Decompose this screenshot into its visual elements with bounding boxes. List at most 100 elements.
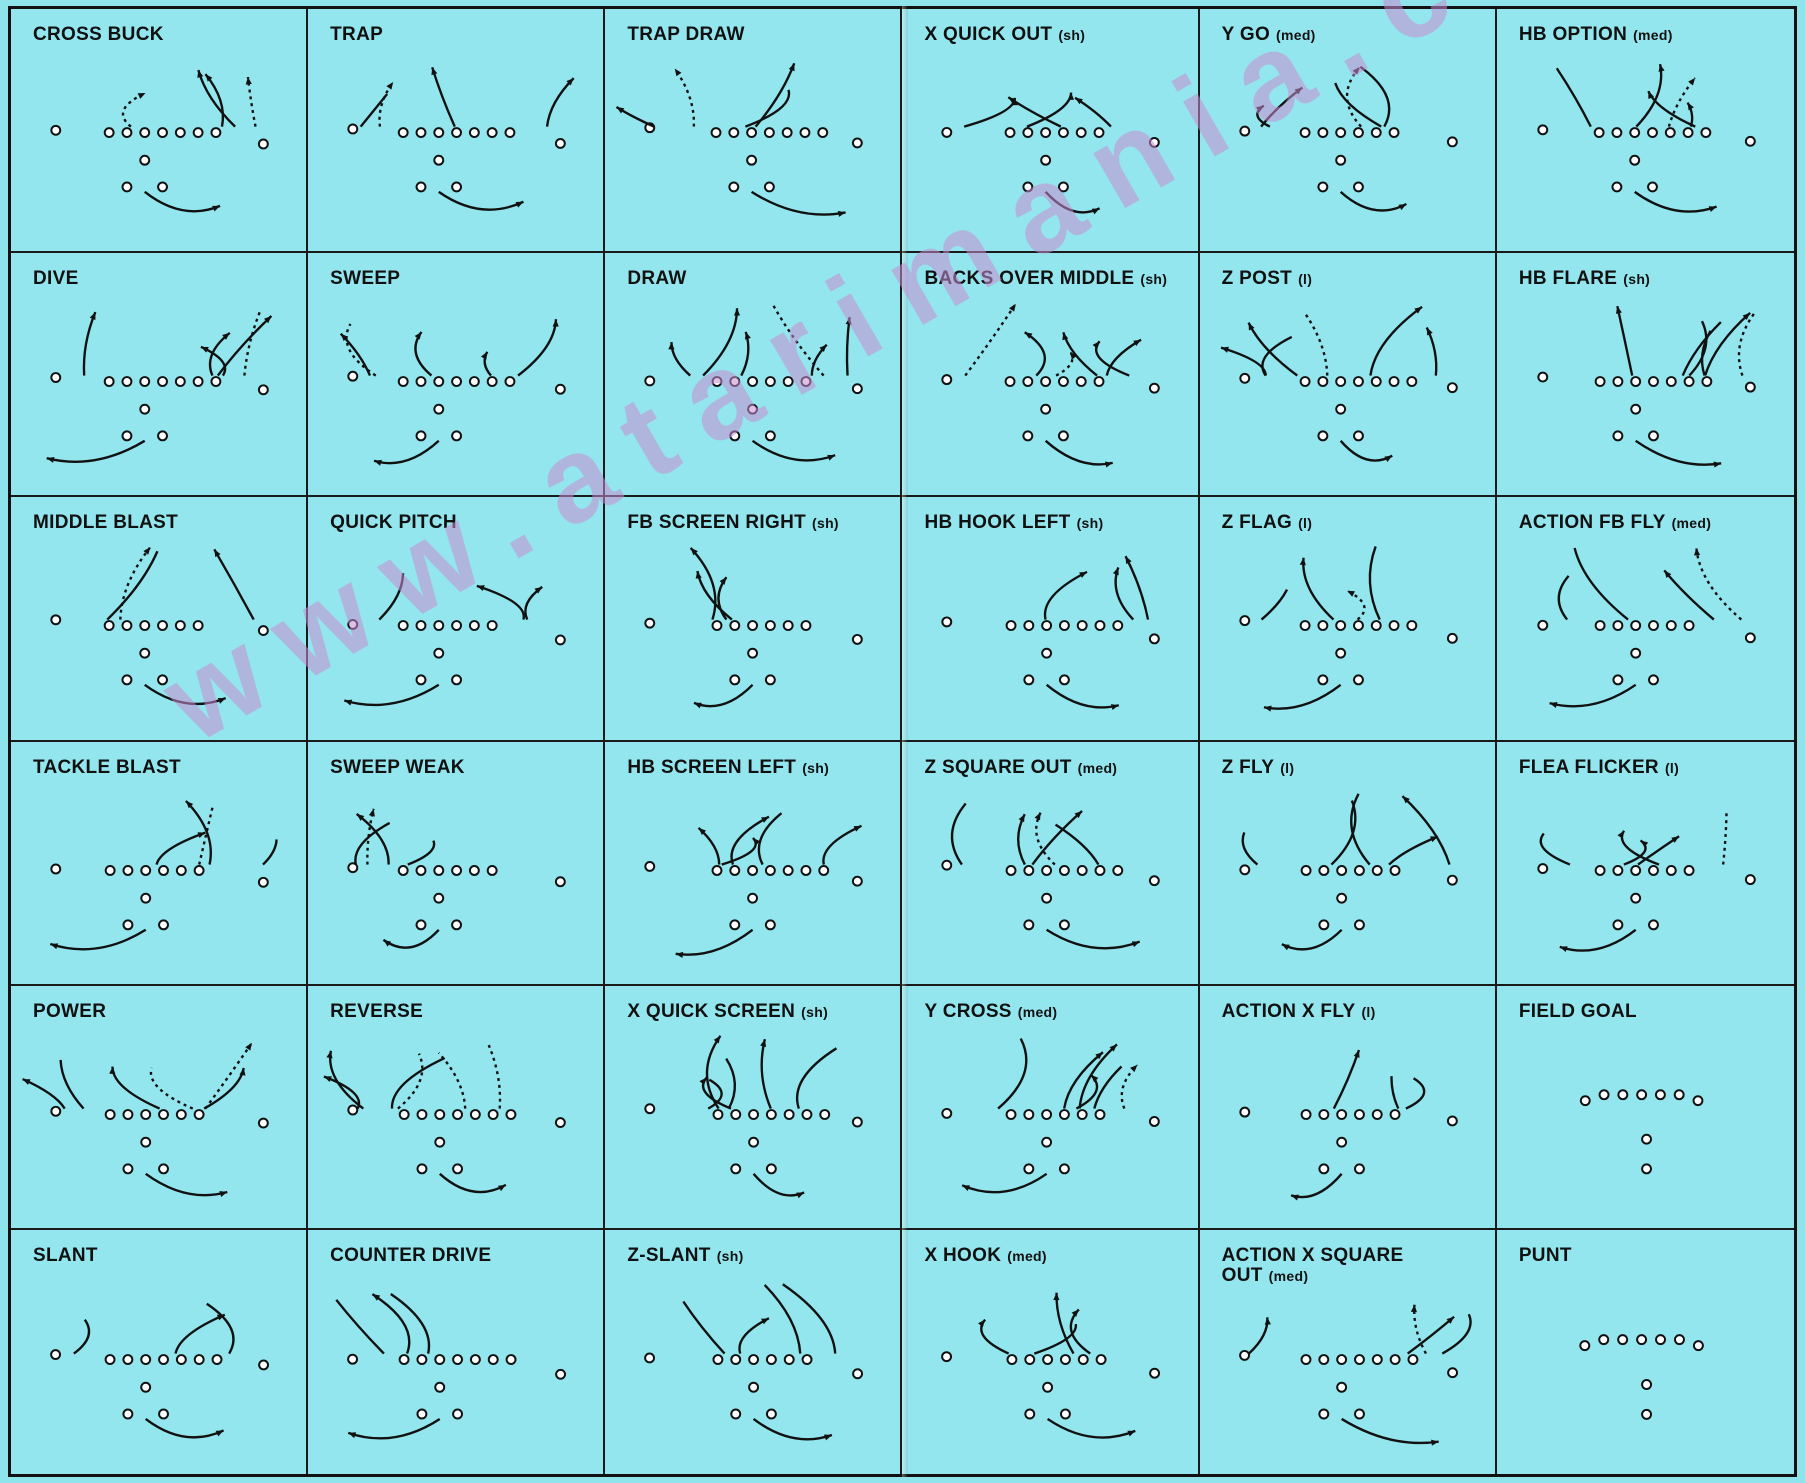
player-marker <box>123 1409 132 1418</box>
route-arrow <box>1688 78 1695 86</box>
route-line <box>999 1038 1027 1108</box>
player-marker <box>1613 621 1622 630</box>
player-marker <box>417 128 426 137</box>
player-marker <box>1240 616 1249 625</box>
player-marker <box>122 676 131 685</box>
player-marker <box>853 876 862 885</box>
route-line <box>774 306 824 376</box>
player-marker <box>1667 377 1676 386</box>
player-marker <box>1354 432 1363 441</box>
player-marker <box>732 1409 741 1418</box>
route-line <box>676 929 753 954</box>
player-marker <box>1407 621 1416 630</box>
route-line <box>752 192 846 215</box>
player-marker <box>1666 128 1675 137</box>
play-cell: X QUICK OUT(sh) <box>902 9 1199 253</box>
player-marker <box>1337 893 1346 902</box>
player-marker <box>348 620 357 629</box>
player-marker <box>784 621 793 630</box>
player-marker <box>1150 876 1159 885</box>
player-marker <box>1390 1110 1399 1119</box>
play-diagram <box>1497 497 1794 739</box>
player-marker <box>1746 875 1755 884</box>
player-marker <box>140 128 149 137</box>
player-marker <box>1079 1355 1088 1364</box>
route-line <box>1406 1078 1424 1108</box>
route-line <box>113 1066 160 1108</box>
route-line <box>1391 1076 1398 1108</box>
player-marker <box>158 621 167 630</box>
player-marker <box>158 432 167 441</box>
player-marker <box>1061 1409 1070 1418</box>
route-line <box>1335 83 1381 127</box>
player-marker <box>1336 156 1345 165</box>
player-marker <box>159 1110 168 1119</box>
player-marker <box>853 635 862 644</box>
route-line <box>439 1053 466 1109</box>
player-marker <box>1059 432 1068 441</box>
route-line <box>1249 1317 1268 1353</box>
player-marker <box>1337 1137 1346 1146</box>
player-marker <box>194 128 203 137</box>
player-marker <box>749 1383 758 1392</box>
route-line <box>50 929 145 949</box>
player-marker <box>1240 865 1249 874</box>
player-marker <box>1631 377 1640 386</box>
route-line <box>1122 1064 1138 1108</box>
player-marker <box>766 676 775 685</box>
route-line <box>965 98 1016 127</box>
player-marker <box>556 636 565 645</box>
player-marker <box>1701 128 1710 137</box>
route-arrow <box>675 69 682 77</box>
route-arrow <box>387 82 394 90</box>
player-marker <box>1008 1355 1017 1364</box>
player-marker <box>123 1164 132 1173</box>
route-arrow <box>789 63 795 71</box>
player-marker <box>1390 1355 1399 1364</box>
player-marker <box>1025 1110 1034 1119</box>
route-line <box>47 441 145 462</box>
play-diagram <box>308 986 603 1228</box>
player-marker <box>195 1110 204 1119</box>
player-marker <box>748 377 757 386</box>
play-cell: PUNT <box>1497 1230 1794 1474</box>
player-marker <box>646 619 655 628</box>
route-line <box>1705 313 1750 376</box>
route-line <box>740 1318 769 1353</box>
player-marker <box>1150 1117 1159 1126</box>
player-marker <box>749 1137 758 1146</box>
player-marker <box>1096 866 1105 875</box>
player-marker <box>1613 866 1622 875</box>
player-marker <box>1612 182 1621 191</box>
player-marker <box>122 432 131 441</box>
route-line <box>214 550 253 620</box>
player-marker <box>123 866 132 875</box>
player-marker <box>348 372 357 381</box>
player-marker <box>1042 405 1051 414</box>
player-marker <box>853 1117 862 1126</box>
player-marker <box>1026 1409 1035 1418</box>
route-line <box>1340 441 1392 461</box>
player-marker <box>731 432 740 441</box>
player-marker <box>349 125 358 134</box>
route-line <box>416 332 432 376</box>
player-marker <box>141 1355 150 1364</box>
player-marker <box>1667 866 1676 875</box>
player-marker <box>1667 621 1676 630</box>
player-marker <box>1240 127 1249 136</box>
player-marker <box>123 1355 132 1364</box>
player-marker <box>1631 621 1640 630</box>
play-cell: ACTION X SQUARE OUT(med) <box>1200 1230 1497 1474</box>
route-line <box>824 825 862 864</box>
route-line <box>1648 91 1695 127</box>
player-marker <box>1373 1355 1382 1364</box>
route-line <box>244 310 260 376</box>
play-diagram <box>1497 1230 1794 1474</box>
route-line <box>263 839 277 864</box>
player-marker <box>1044 1355 1053 1364</box>
play-diagram <box>1200 497 1495 739</box>
player-marker <box>1318 128 1327 137</box>
player-marker <box>1025 866 1034 875</box>
route-line <box>1635 192 1717 212</box>
player-marker <box>452 920 461 929</box>
